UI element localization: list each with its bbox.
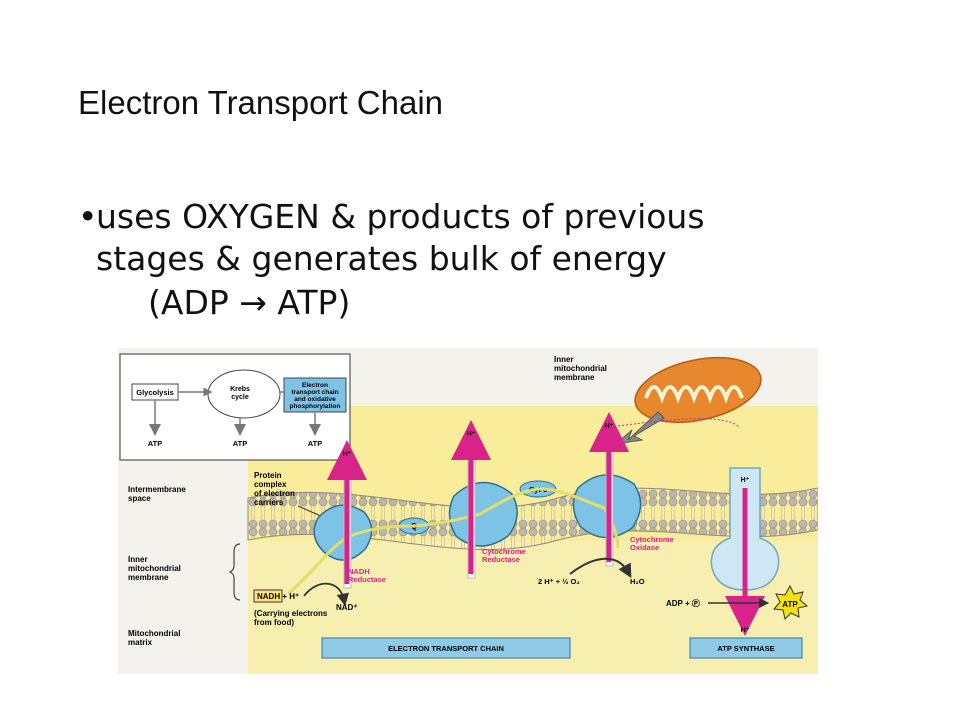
carrying-label-1: (Carrying electrons <box>254 609 328 618</box>
protein-complex-label-1: Protein <box>254 471 282 480</box>
mitochondrion-cristae <box>644 385 744 404</box>
inner-membrane-label-1: Inner <box>128 555 148 564</box>
nadh-reductase-label-2: Reductase <box>348 575 386 584</box>
matrix-label-1: Mitochondrial <box>128 629 180 638</box>
nadh-equation: NADH + H⁺ <box>257 592 299 601</box>
inset-glycolysis-label: Glycolysis <box>136 388 174 397</box>
etc-bar <box>321 637 571 659</box>
oxygen-equation: 2 H⁺ + ½ O₂ <box>538 577 580 586</box>
cytochrome-oxidase-label-1: Cytochrome <box>630 535 674 544</box>
matrix-label-2: matrix <box>128 638 153 647</box>
inset-etc-label-4: phosphorylation <box>290 403 341 410</box>
bullet-line-2: stages & generates bulk of energy <box>96 239 667 278</box>
slide-title: Electron Transport Chain <box>78 84 444 121</box>
inset-etc-box <box>283 377 347 413</box>
inner-membrane-callout-3: membrane <box>554 373 595 382</box>
inset-atp-3: ATP <box>308 439 322 448</box>
atp-star-label: ATP <box>782 600 798 609</box>
bullet-line-1: uses OXYGEN & products of previous <box>96 197 705 236</box>
inner-membrane-label-2: mitochondrial <box>128 564 181 573</box>
electron-transport-diagram: Glycolysis Krebs cycle Electron transpor… <box>118 348 818 674</box>
nadh-reaction-arrow <box>303 582 349 607</box>
adp-pi-label: ADP + Ⓟ <box>666 598 700 608</box>
nad-label: NAD⁺ <box>336 603 358 612</box>
bullet-line-3: (ADP → ATP) <box>148 283 351 322</box>
protein-complex-label-2: complex <box>254 480 287 489</box>
h-plus-label-2: H⁺ <box>467 431 476 438</box>
cytochrome-reductase-label-1: Cytochrome <box>482 547 526 556</box>
protein-complex-label-4: carriers <box>254 498 284 507</box>
inset-krebs-label-1: Krebs <box>230 386 250 393</box>
h-plus-label-3: H⁺ <box>605 423 614 430</box>
h-plus-label-4: H⁺ <box>741 477 750 484</box>
inset-atp-1: ATP <box>148 439 162 448</box>
nadh-reductase-label-1: NADH <box>348 567 370 576</box>
cytochrome-oxidase-label-2: Oxidase <box>630 543 659 552</box>
water-label: H₂O <box>630 577 645 586</box>
inner-membrane-callout-1: Inner <box>554 355 574 364</box>
proton-return-path <box>617 418 741 429</box>
inset-krebs-label-2: cycle <box>231 394 249 401</box>
h-plus-label-5: H⁺ <box>741 627 750 634</box>
intermembrane-space-label-2: space <box>128 494 151 503</box>
intermembrane-space-label-1: Intermembrane <box>128 485 186 494</box>
atp-synthase-bar-label: ATP SYNTHASE <box>717 644 774 653</box>
inset-etc-label-1: Electron <box>302 382 328 389</box>
cytochrome-reductase-label-2: Reductase <box>482 555 520 564</box>
nadh-highlight <box>253 589 283 603</box>
inset-etc-label-3: and oxidative <box>294 396 336 403</box>
atp-star-icon <box>773 584 809 620</box>
atp-synthase-bar <box>689 637 803 659</box>
protein-complex-label-3: of electron <box>254 489 295 498</box>
inset-etc-label-2: transport chain <box>291 389 338 396</box>
etc-bar-label: ELECTRON TRANSPORT CHAIN <box>388 644 504 653</box>
bullet-marker: • <box>78 197 98 236</box>
inner-membrane-callout-2: mitochondrial <box>554 364 607 373</box>
h-plus-label-1: H⁺ <box>343 451 352 458</box>
inner-membrane-label-3: membrane <box>128 573 169 582</box>
cytochrome-reductase-complex <box>448 481 518 547</box>
carrying-label-2: from food) <box>254 618 294 627</box>
oxygen-reaction-arrow <box>569 557 632 579</box>
inset-atp-2: ATP <box>233 439 247 448</box>
membrane-bracket <box>228 543 241 601</box>
